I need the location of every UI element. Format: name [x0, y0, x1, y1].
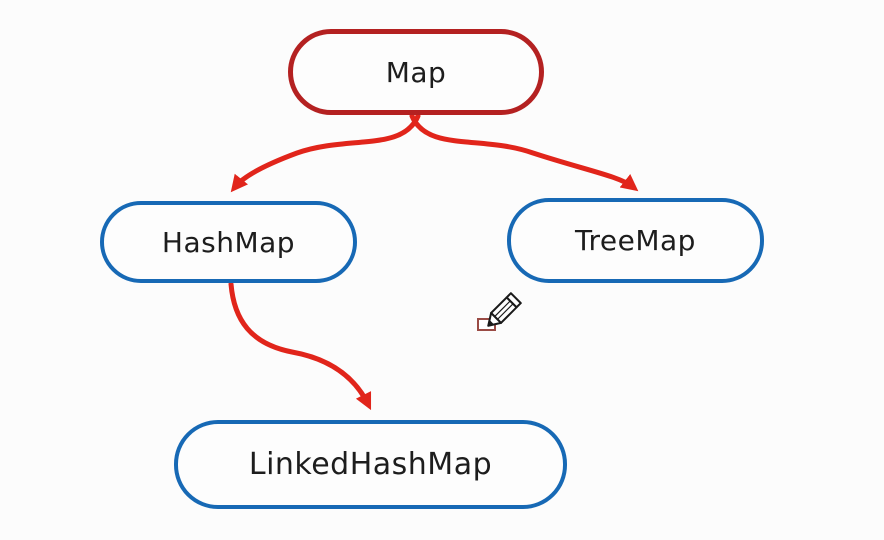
node-linkedhashmap[interactable]: LinkedHashMap — [174, 420, 567, 509]
node-hashmap[interactable]: HashMap — [100, 201, 357, 283]
node-label: LinkedHashMap — [248, 447, 493, 482]
edge-path — [409, 113, 639, 192]
node-label: HashMap — [161, 225, 296, 259]
cursor-selection-box-icon — [477, 318, 496, 331]
node-label: Map — [385, 55, 447, 89]
edge-path — [228, 281, 372, 411]
node-map[interactable]: Map — [288, 29, 544, 115]
node-label: TreeMap — [575, 224, 696, 257]
node-treemap[interactable]: TreeMap — [507, 198, 764, 283]
edge-path — [230, 113, 421, 193]
